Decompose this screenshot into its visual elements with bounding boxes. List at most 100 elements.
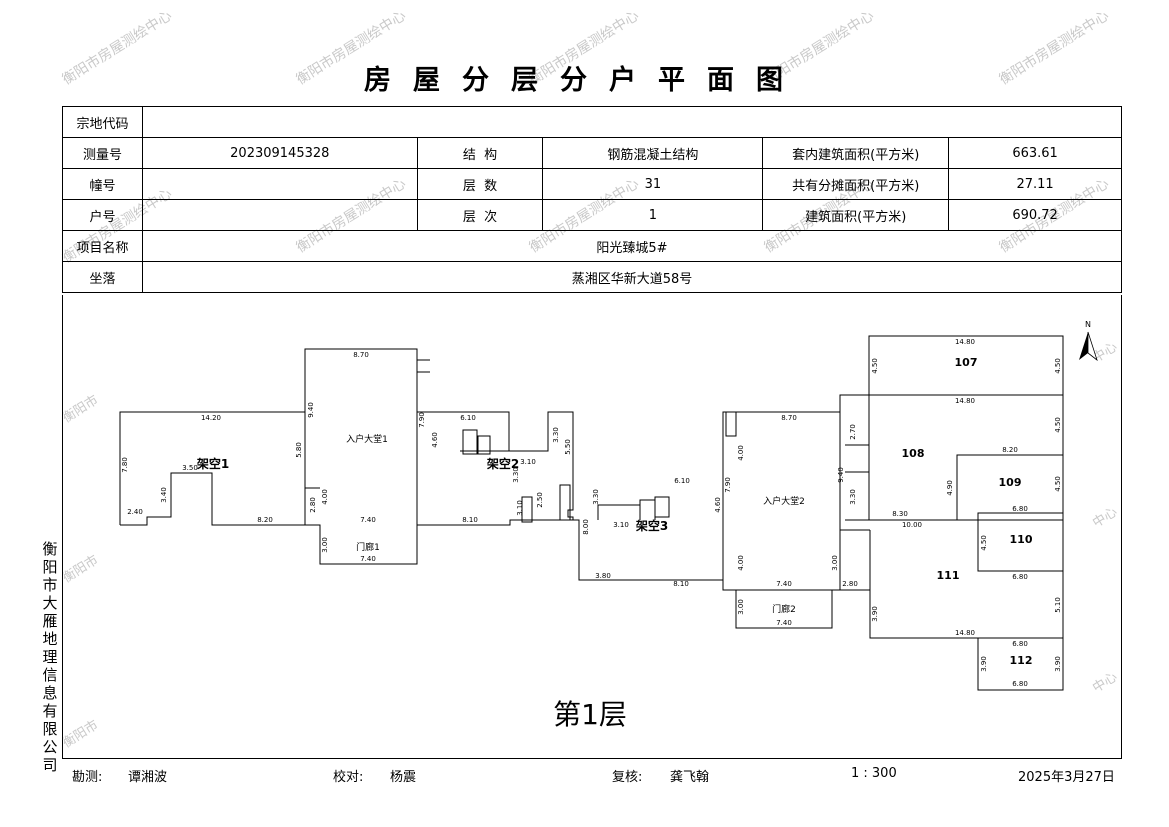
- dim-label: 8.20: [1002, 446, 1018, 454]
- dim-label: 3.40: [160, 487, 168, 503]
- dim-label: 5.80: [295, 442, 303, 458]
- dim-label: 4.50: [980, 535, 988, 551]
- table-row: 测量号 202309145328 结 构 钢筋混凝土结构 套内建筑面积(平方米)…: [62, 137, 1122, 169]
- dim-label: 4.90: [946, 480, 954, 496]
- dim-label: 3.10: [520, 458, 536, 466]
- inner-area-label: 套内建筑面积(平方米): [762, 137, 950, 169]
- dim-label: 14.80: [955, 397, 975, 405]
- dim-label: 3.30: [512, 467, 520, 483]
- dim-label: 3.30: [849, 489, 857, 505]
- dim-label: 7.40: [360, 555, 376, 563]
- room-label-107: 107: [955, 356, 978, 369]
- dim-label: 3.30: [592, 489, 600, 505]
- date: 2025年3月27日: [1018, 770, 1115, 785]
- surveyor-label: 勘测:: [72, 770, 103, 785]
- survey-no-label: 测量号: [62, 137, 143, 169]
- surveyor-name: 谭湘波: [128, 770, 168, 785]
- dim-label: 3.80: [595, 572, 611, 580]
- dim-label: 8.70: [353, 351, 369, 359]
- unit-no-value: [141, 199, 418, 231]
- dim-label: 7.80: [121, 457, 129, 473]
- dim-label: 4.00: [737, 555, 745, 571]
- dim-label: 6.10: [674, 477, 690, 485]
- company-name: 衡阳市大雁地理信息有限公司: [42, 540, 58, 774]
- dim-label: 3.00: [321, 537, 329, 553]
- dim-label: 14.20: [201, 414, 221, 422]
- dim-label: 5.50: [564, 439, 572, 455]
- checker-label: 校对:: [333, 770, 364, 785]
- dim-label: 14.80: [955, 338, 975, 346]
- room-label-108: 108: [902, 447, 925, 460]
- dim-label: 7.40: [360, 516, 376, 524]
- plan-frame: [62, 295, 1122, 759]
- dim-label: 10.00: [902, 521, 922, 529]
- room-label-porch2: 门廊2: [772, 603, 796, 615]
- plan-outline: [120, 472, 579, 565]
- dim-label: 3.90: [980, 656, 988, 672]
- room-label-111: 111: [937, 569, 960, 582]
- dim-label: 3.00: [831, 555, 839, 571]
- dim-label: 2.40: [127, 508, 143, 516]
- dim-label: 6.80: [1012, 573, 1028, 581]
- reviewer-name: 龚飞翰: [670, 770, 710, 785]
- project-value: 阳光臻城5#: [141, 230, 1123, 262]
- location-label: 坐落: [62, 261, 143, 293]
- dim-label: 2.50: [536, 492, 544, 508]
- dim-label: 7.90: [724, 477, 732, 493]
- dim-label: 4.60: [431, 432, 439, 448]
- dim-label: 3.10: [516, 500, 524, 516]
- dim-label: 4.60: [714, 497, 722, 513]
- dim-label: 3.50: [182, 464, 198, 472]
- room-label-lobby2: 入户大堂2: [763, 495, 805, 507]
- dim-label: 4.00: [737, 445, 745, 461]
- dim-label: 3.30: [552, 427, 560, 443]
- room-label-110: 110: [1010, 533, 1033, 546]
- page-title: 房屋分层分户平面图: [364, 65, 805, 96]
- dim-label: 2.70: [849, 424, 857, 440]
- dim-label: 8.10: [462, 516, 478, 524]
- location-value: 蒸湘区华新大道58号: [141, 261, 1123, 293]
- reviewer-label: 复核:: [612, 770, 643, 785]
- room-label-lobby1: 入户大堂1: [346, 433, 388, 445]
- checker-name: 杨震: [390, 770, 417, 785]
- room-label-porch1: 门廊1: [356, 541, 380, 553]
- table-row: 幢号 层 数 31 共有分摊面积(平方米) 27.11: [62, 168, 1122, 200]
- dim-label: 8.00: [582, 519, 590, 535]
- north-arrow-icon: N: [1079, 320, 1098, 362]
- dim-label: 4.00: [321, 489, 329, 505]
- room-label-jiakong2: 架空2: [486, 456, 519, 471]
- structure-value: 钢筋混凝土结构: [542, 137, 764, 169]
- floors-label: 层 数: [416, 168, 544, 200]
- dim-label: 6.80: [1012, 680, 1028, 688]
- dim-label: 7.40: [776, 619, 792, 627]
- dim-label: 9.40: [837, 467, 845, 483]
- floor-title: 第1层: [553, 698, 627, 731]
- dim-label: 6.80: [1012, 640, 1028, 648]
- dim-label: 3.90: [1054, 656, 1062, 672]
- plan-outline: [119, 335, 1064, 691]
- dim-label: 3.00: [737, 599, 745, 615]
- building-no-value: [141, 168, 418, 200]
- dim-label: 3.90: [871, 606, 879, 622]
- scale: 1 : 300: [851, 766, 897, 781]
- north-label: N: [1085, 320, 1091, 329]
- dim-label: 4.50: [871, 358, 879, 374]
- room-label-112: 112: [1010, 654, 1033, 667]
- info-table: 宗地代码 测量号 202309145328 结 构 钢筋混凝土结构 套内建筑面积…: [62, 106, 1123, 293]
- dim-label: 8.70: [781, 414, 797, 422]
- table-row: 坐落 蒸湘区华新大道58号: [62, 261, 1123, 293]
- dim-label: 6.10: [460, 414, 476, 422]
- room-label-109: 109: [999, 476, 1022, 489]
- room-label-jiakong3: 架空3: [635, 518, 668, 533]
- total-area-label: 建筑面积(平方米): [762, 199, 950, 231]
- table-row: 项目名称 阳光臻城5#: [62, 230, 1123, 262]
- dim-label: 5.10: [1054, 597, 1062, 613]
- dim-label: 8.10: [673, 580, 689, 588]
- dim-label: 7.40: [776, 580, 792, 588]
- table-row: 户号 层 次 1 建筑面积(平方米) 690.72: [62, 199, 1122, 231]
- building-no-label: 幢号: [62, 168, 143, 200]
- dim-label: 9.40: [307, 402, 315, 418]
- dim-label: 4.50: [1054, 358, 1062, 374]
- dim-label: 4.50: [1054, 417, 1062, 433]
